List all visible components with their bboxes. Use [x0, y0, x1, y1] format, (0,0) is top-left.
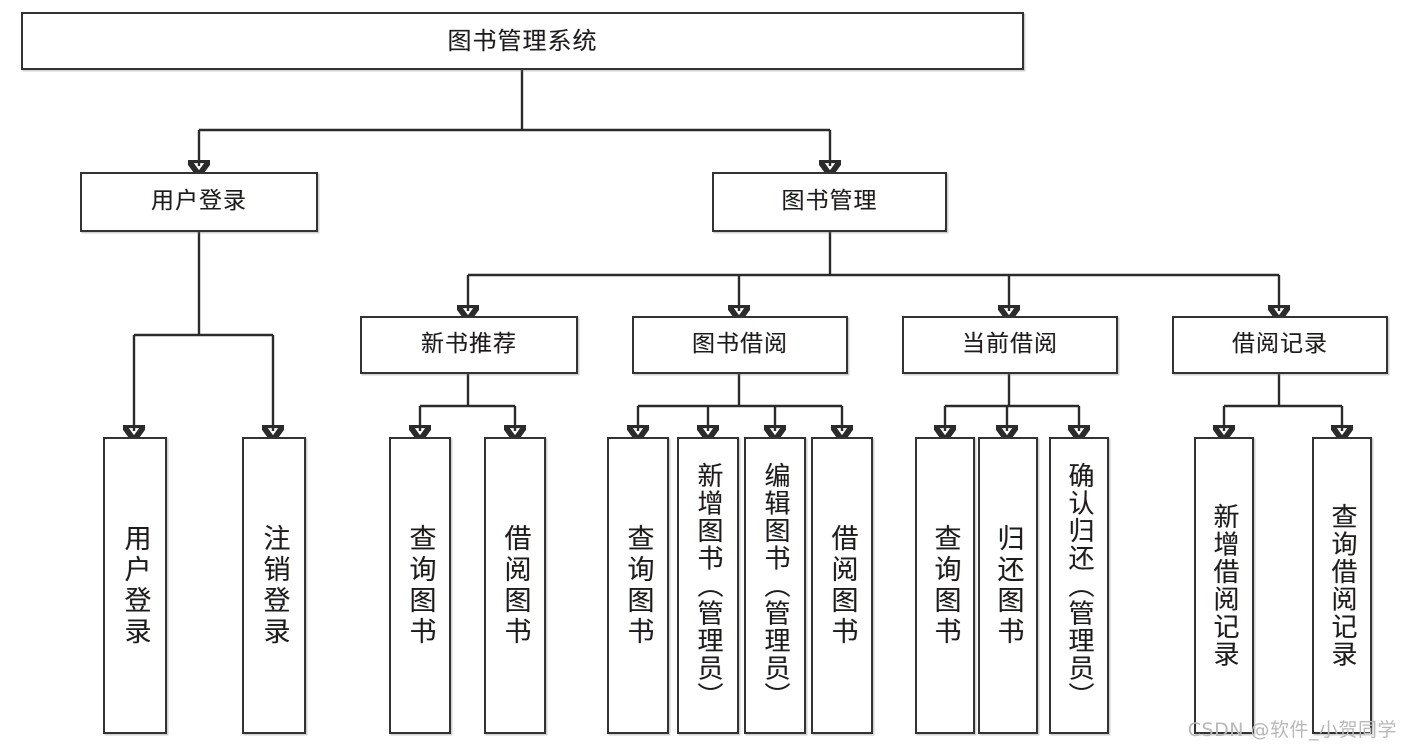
- leaf-book-borrow-borrow[interactable]: 借阅图书: [811, 437, 873, 734]
- node-current-borrow[interactable]: 当前借阅: [902, 316, 1118, 374]
- node-new-book-recommend[interactable]: 新书推荐: [360, 316, 578, 374]
- leaf-borrow-record-query[interactable]: 查询借阅记录: [1312, 437, 1372, 734]
- leaf-new-book-borrow[interactable]: 借阅图书: [484, 437, 546, 734]
- node-label: 确认归还（管理员）: [1064, 461, 1094, 710]
- node-label: 查询图书: [622, 523, 654, 648]
- node-label: 图书管理: [781, 188, 878, 215]
- node-label: 新增借阅记录: [1209, 503, 1239, 668]
- node-label: 当前借阅: [962, 331, 1058, 358]
- node-label: 用户登录: [151, 188, 247, 215]
- leaf-borrow-record-add[interactable]: 新增借阅记录: [1194, 437, 1254, 734]
- leaf-current-borrow-confirm-admin[interactable]: 确认归还（管理员）: [1049, 437, 1109, 734]
- node-root-system[interactable]: 图书管理系统: [21, 12, 1024, 70]
- node-label: 新增图书（管理员）: [693, 461, 723, 710]
- node-label: 查询图书: [929, 523, 961, 648]
- node-label: 新书推荐: [421, 331, 517, 358]
- leaf-user-login-logout[interactable]: 注销登录: [242, 437, 306, 734]
- leaf-user-login-login[interactable]: 用户登录: [103, 437, 167, 734]
- node-user-login[interactable]: 用户登录: [80, 172, 318, 232]
- node-label: 用户登录: [119, 523, 151, 648]
- node-label: 借阅图书: [499, 523, 531, 648]
- leaf-current-borrow-query[interactable]: 查询图书: [915, 437, 975, 734]
- leaf-current-borrow-return[interactable]: 归还图书: [978, 437, 1038, 734]
- node-book-borrow[interactable]: 图书借阅: [632, 316, 848, 374]
- node-book-management[interactable]: 图书管理: [712, 172, 947, 232]
- node-borrow-record[interactable]: 借阅记录: [1172, 316, 1388, 374]
- node-label: 查询借阅记录: [1327, 503, 1357, 668]
- leaf-book-borrow-edit-admin[interactable]: 编辑图书（管理员）: [744, 437, 806, 734]
- node-label: 归还图书: [992, 523, 1024, 648]
- node-label: 借阅图书: [826, 523, 858, 648]
- node-label: 借阅记录: [1232, 331, 1328, 358]
- node-label: 注销登录: [258, 523, 290, 648]
- node-label: 图书借阅: [692, 331, 788, 358]
- leaf-new-book-query[interactable]: 查询图书: [389, 437, 451, 734]
- node-label: 查询图书: [404, 523, 436, 648]
- node-label: 编辑图书（管理员）: [760, 461, 790, 710]
- watermark-text: CSDN @软件_小贺同学: [1187, 719, 1397, 741]
- leaf-book-borrow-add-admin[interactable]: 新增图书（管理员）: [677, 437, 739, 734]
- node-label: 图书管理系统: [447, 26, 598, 55]
- leaf-book-borrow-query[interactable]: 查询图书: [607, 437, 669, 734]
